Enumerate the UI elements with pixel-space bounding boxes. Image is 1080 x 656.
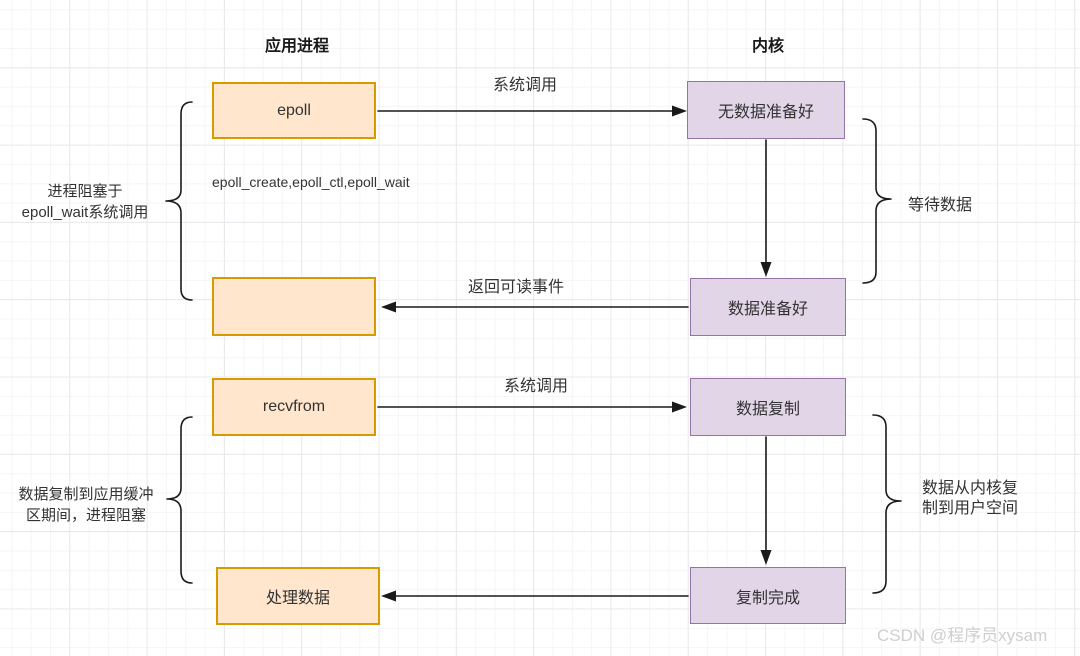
syscall-bottom-arrowhead xyxy=(672,401,687,413)
right-brace-copy-user xyxy=(873,415,901,593)
copy-progress-arrowhead xyxy=(760,550,772,565)
syscall-top-label: 系统调用 xyxy=(492,77,557,94)
column-header-kernel: 内核 xyxy=(751,38,784,55)
copy-kernel-to-user-note: 数据从内核复 制到用户空间 xyxy=(922,480,1019,517)
copy-done-arrowhead xyxy=(381,590,396,602)
epoll-box: epoll xyxy=(212,82,376,139)
wait-for-data-note: 等待数据 xyxy=(908,197,973,214)
syscall-bottom-label: 系统调用 xyxy=(503,378,568,395)
wait-data-arrowhead xyxy=(760,262,772,277)
empty-app-box xyxy=(212,277,376,336)
no-data-ready-box: 无数据准备好 xyxy=(687,81,845,139)
syscall-top-arrowhead xyxy=(672,105,687,117)
return-readable-label: 返回可读事件 xyxy=(467,279,564,296)
column-header-app-process: 应用进程 xyxy=(264,38,329,55)
recvfrom-box: recvfrom xyxy=(212,378,376,436)
data-ready-box: 数据准备好 xyxy=(690,278,846,336)
epoll-apis-note: epoll_create,epoll_ctl,epoll_wait xyxy=(212,174,410,190)
right-brace-wait-data xyxy=(863,119,891,283)
return-readable-arrowhead xyxy=(381,301,396,313)
copy-done-box: 复制完成 xyxy=(690,567,846,624)
block-on-epoll-wait-note: 进程阻塞于 epoll_wait系统调用 xyxy=(21,183,149,221)
process-data-box: 处理数据 xyxy=(216,567,380,625)
csdn-watermark: CSDN @程序员xysam xyxy=(877,626,1048,645)
block-during-copy-note: 数据复制到应用缓冲 区期间，进程阻塞 xyxy=(18,486,154,524)
data-copy-box: 数据复制 xyxy=(690,378,846,436)
